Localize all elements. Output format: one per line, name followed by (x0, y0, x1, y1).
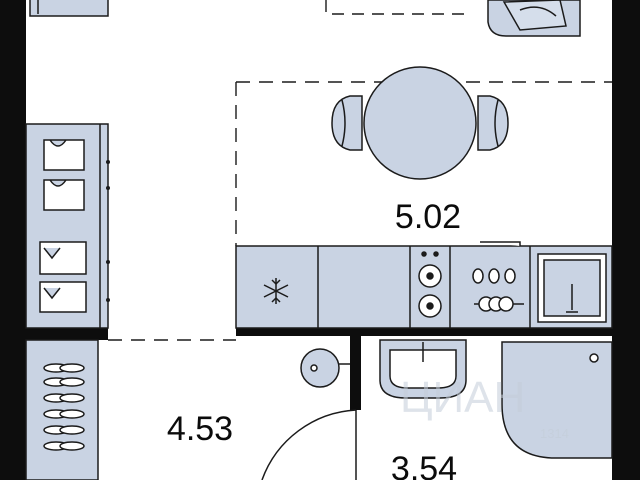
watermark: ЦИАН 1314 (400, 373, 569, 441)
watermark-logo: ЦИАН (400, 373, 525, 422)
hanger-2 (43, 179, 85, 211)
left-outer-wall (0, 0, 26, 480)
hall-partition-wall (26, 326, 108, 340)
right-outer-wall (612, 0, 640, 480)
chair-left (331, 95, 363, 151)
kitchen-counter (235, 241, 613, 329)
entrance-door (261, 409, 357, 480)
dish-rack (472, 241, 524, 312)
hanger-3 (39, 241, 87, 275)
top-zone (325, 0, 581, 37)
hanger-4 (39, 281, 87, 313)
hallway-area-label: 4.53 (167, 410, 233, 448)
shower-tray (501, 341, 613, 459)
top-cabinet (29, 0, 109, 17)
shoe-rack (25, 339, 99, 480)
water-heater (300, 348, 350, 388)
snowflake-icon (263, 278, 289, 304)
chair-right (477, 95, 509, 151)
kitchen-area-label: 5.02 (395, 198, 461, 236)
kitchen-sink (537, 253, 607, 323)
hanger-1 (43, 139, 85, 171)
wardrobe (25, 123, 110, 329)
cooktop (418, 251, 442, 318)
washbasin (379, 339, 467, 399)
dining-zone (235, 66, 612, 246)
bathroom-wall (350, 336, 361, 410)
watermark-number: 1314 (540, 426, 569, 441)
sofa (487, 0, 581, 37)
bathroom-area-label: 3.54 (391, 450, 457, 480)
dining-table (363, 66, 477, 180)
kitchen-bath-partition-wall (236, 326, 612, 336)
